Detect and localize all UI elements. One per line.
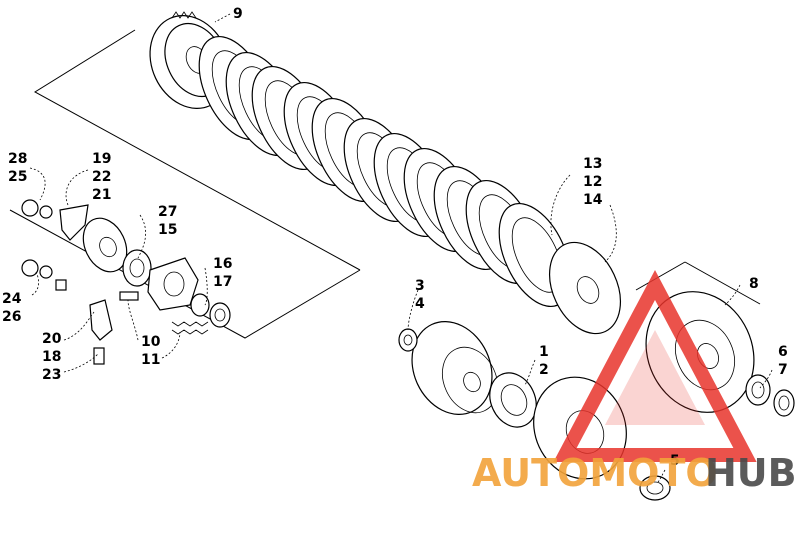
callout-26: 26: [2, 309, 21, 325]
callout-17: 17: [213, 274, 232, 290]
callout-2: 2: [539, 362, 549, 378]
callout-19: 19: [92, 151, 111, 167]
watermark-brand-primary: AUTOMOTO: [472, 451, 718, 495]
pressure-plate: [549, 241, 621, 335]
callout-9: 9: [233, 6, 243, 22]
callout-1: 1: [539, 344, 549, 360]
clutch-hub: [398, 321, 498, 415]
washers-right: [745, 374, 795, 417]
leader-lines: [29, 13, 773, 483]
callout-16: 16: [213, 256, 232, 272]
clutch-plates-stack: [198, 35, 572, 308]
callout-23: 23: [42, 367, 61, 383]
callout-3: 3: [415, 278, 425, 294]
callout-10: 10: [141, 334, 161, 350]
callout-15: 15: [158, 222, 177, 238]
callout-5: 5: [670, 453, 680, 469]
watermark-text: AUTOMOTO HUB: [472, 451, 797, 495]
release-mechanism: [21, 199, 231, 365]
callout-22: 22: [92, 169, 111, 185]
watermark-triangle: [553, 270, 757, 462]
watermark-logo: [553, 270, 757, 462]
callout-18: 18: [42, 349, 61, 365]
callout-13: 13: [583, 156, 602, 172]
callout-24: 24: [2, 291, 22, 307]
callout-8: 8: [749, 276, 759, 292]
callout-12: 12: [583, 174, 602, 190]
callout-21: 21: [92, 187, 111, 203]
callout-14: 14: [583, 192, 603, 208]
callout-27: 27: [158, 204, 177, 220]
callout-7: 7: [778, 362, 788, 378]
callout-20: 20: [42, 331, 62, 347]
callout-11: 11: [141, 352, 160, 368]
washer-bottom: [639, 475, 671, 501]
callout-6: 6: [778, 344, 788, 360]
callout-25: 25: [8, 169, 27, 185]
watermark-brand-secondary: HUB: [705, 451, 797, 495]
callout-4: 4: [415, 296, 425, 312]
callout-labels: 9 28 25 19 22 21 27 15 16 17 24 26 20 18…: [2, 6, 788, 469]
callout-28: 28: [8, 151, 27, 167]
